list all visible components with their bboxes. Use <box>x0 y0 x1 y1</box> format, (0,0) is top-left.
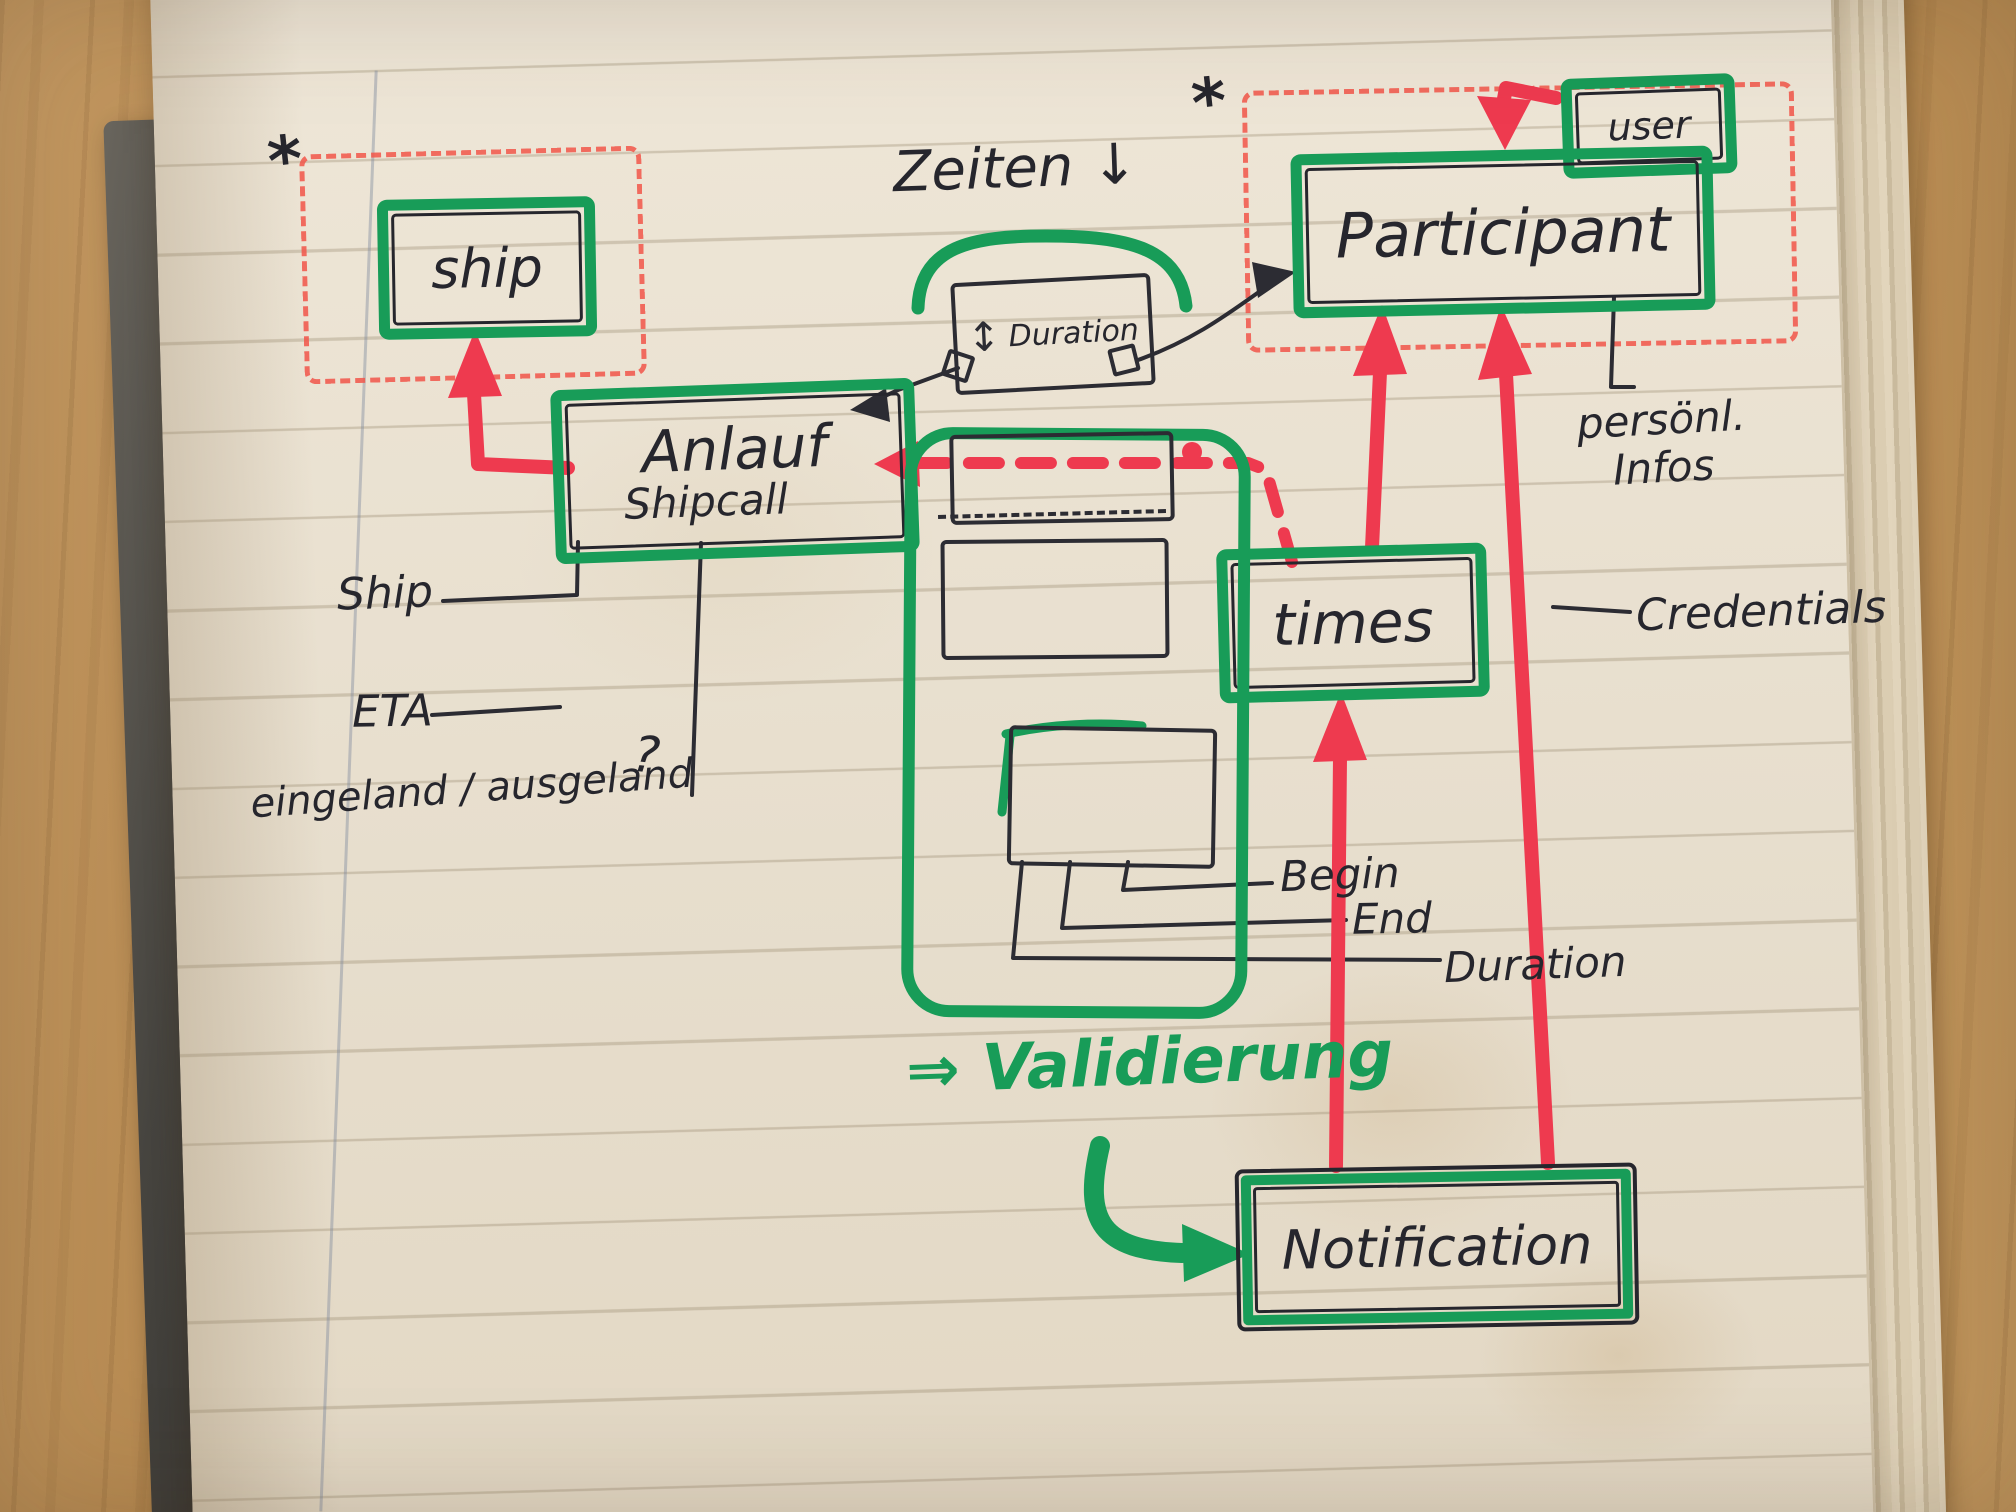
end-attribute-label: End <box>1351 893 1433 944</box>
arrow-times-to-participant <box>1365 365 1387 555</box>
credentials-label: Credentials <box>1635 581 1888 642</box>
participant-label: Participant <box>1334 192 1672 272</box>
connector-eta <box>430 705 562 717</box>
notification-node: Notification <box>1234 1162 1640 1332</box>
asterisk-right: * <box>1188 62 1231 143</box>
ship-node-frame: ship <box>391 210 583 326</box>
asterisk-left: * <box>264 120 307 201</box>
validation-annotation: ⇒ Validierung <box>904 1017 1395 1109</box>
shipcall-sublabel: Shipcall <box>623 474 789 529</box>
arrow-notification-to-participant <box>1499 367 1555 1170</box>
updown-arrow-icon: ↕ <box>965 313 1002 362</box>
ship-label: ship <box>430 235 544 301</box>
connector-credentials <box>1551 605 1632 614</box>
duration-attribute-label: Duration <box>1443 936 1628 993</box>
times-node: times <box>1216 542 1490 704</box>
anlauf-label: Anlauf <box>640 411 829 487</box>
duration-node: ↕ Duration <box>950 272 1156 396</box>
notification-label: Notification <box>1281 1212 1593 1282</box>
notification-node-frame: Notification <box>1252 1180 1622 1314</box>
begin-attribute-label: Begin <box>1279 847 1401 902</box>
anlauf-node-frame: Anlauf Shipcall <box>564 392 906 550</box>
times-label: times <box>1271 586 1435 660</box>
times-node-frame: times <box>1230 556 1476 690</box>
notification-node-green-frame: Notification <box>1240 1168 1634 1326</box>
zeiten-annotation: Zeiten ↓ <box>891 131 1140 206</box>
timeslot-box-3 <box>1006 725 1218 869</box>
participant-node-frame: Participant <box>1304 159 1702 305</box>
green-curved-arrow <box>1083 1136 1192 1263</box>
participant-node: Participant <box>1290 145 1716 319</box>
user-label: user <box>1606 102 1692 150</box>
arrowhead-up-times-icon <box>1313 692 1367 762</box>
inbound-outbound-label: eingeland / ausgeland <box>248 750 695 828</box>
ship-node: ship <box>376 196 598 340</box>
anlauf-node: Anlauf Shipcall <box>550 377 920 565</box>
ship-attribute-label: Ship <box>336 566 434 621</box>
timeslot-box-2 <box>940 538 1170 660</box>
personal-infos-label: persönl. Infos <box>1575 390 1747 495</box>
connector-inout <box>690 541 703 797</box>
arrow-notification-to-times <box>1329 751 1347 1173</box>
eta-attribute-label: ETA <box>351 685 434 738</box>
